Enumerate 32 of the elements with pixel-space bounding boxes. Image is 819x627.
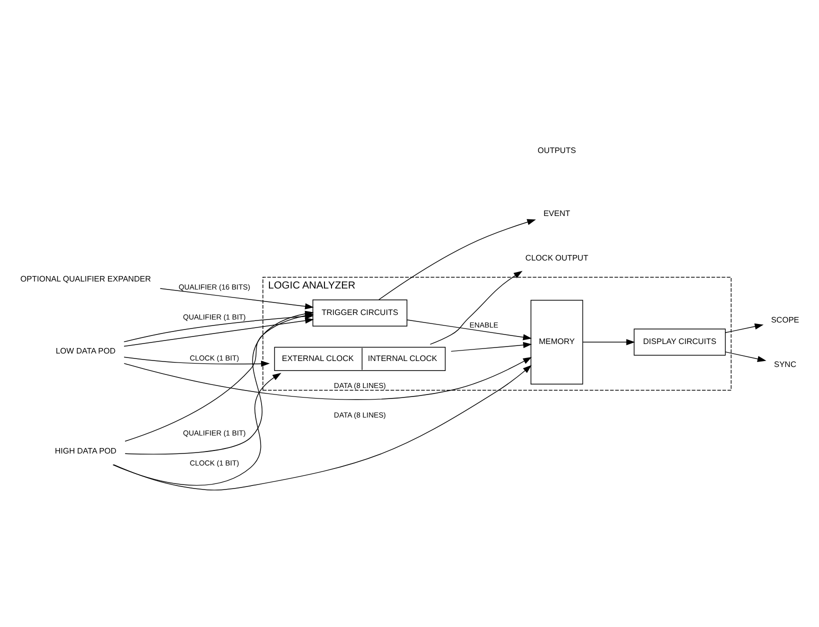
arrow: [124, 317, 314, 346]
arrow: [430, 270, 523, 344]
arrow: [725, 351, 766, 362]
node-text: HIGH DATA POD: [54, 446, 116, 456]
node-box: MEMORY: [530, 299, 584, 384]
node-text: SYNC: [774, 359, 796, 368]
arrow: [378, 218, 536, 300]
edge-label: CLOCK (1 BIT): [190, 458, 240, 467]
node-text: EVENT: [543, 208, 570, 218]
arrow: [124, 356, 532, 400]
edge-label: QUALIFIER (1 BIT): [183, 428, 246, 438]
arrow: [450, 342, 532, 352]
edge-label: CLOCK (1 BIT): [190, 352, 240, 362]
node-text: OPTIONAL QUALIFIER EXPANDER: [20, 274, 151, 283]
node-text: SCOPE: [771, 314, 800, 324]
node-text: LOW DATA POD: [56, 346, 116, 356]
arrow: [112, 372, 282, 486]
arrow: [160, 288, 314, 309]
edge-label: DATA (8 LINES): [334, 410, 386, 419]
edge-label: QUALIFIER (1 BIT): [183, 312, 246, 322]
node-text: CLOCK OUTPUT: [525, 252, 588, 262]
arrow: [582, 338, 636, 345]
label: OUTPUTS: [538, 146, 576, 155]
edge-label: QUALIFIER (16 BITS): [178, 282, 250, 292]
edge-label: ENABLE: [470, 320, 498, 330]
edge-label: DATA (8 LINES): [334, 380, 386, 390]
arrow: [725, 322, 764, 333]
node-box: DISPLAY CIRCUITS: [634, 328, 726, 356]
arrow: [113, 364, 532, 490]
arrow: [406, 319, 532, 340]
node-box: TRIGGER CIRCUITS: [312, 298, 408, 326]
arrow: [124, 356, 270, 366]
